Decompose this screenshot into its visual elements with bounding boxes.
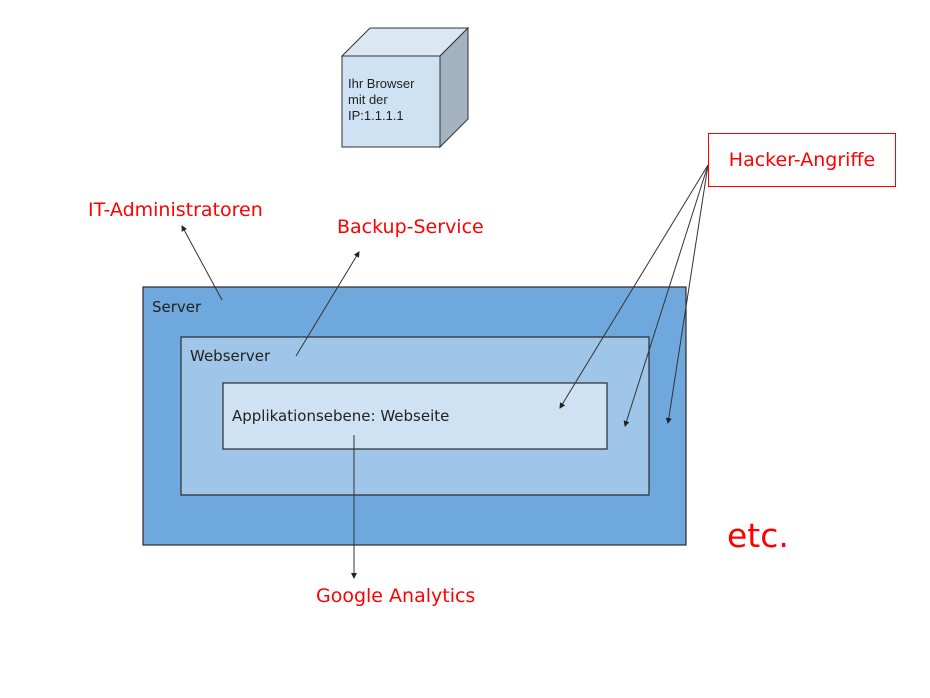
- arrow-backup: [295, 251, 360, 357]
- hackers-box: Hacker-Angriffe: [708, 133, 896, 187]
- webserver-label: Webserver: [190, 347, 271, 365]
- cube-front: [341, 55, 441, 148]
- analytics-label: Google Analytics: [316, 585, 476, 607]
- browser-label-line: IP:1.1.1.1: [348, 108, 404, 123]
- hackers-label: Hacker-Angriffe: [728, 149, 876, 171]
- browser-cube: [340, 26, 470, 149]
- application-label: Applikationsebene: Webseite: [232, 407, 450, 425]
- arrow-hack-server: [665, 164, 709, 424]
- arrow-it-admins: [181, 225, 223, 301]
- server-label: Server: [152, 298, 202, 316]
- application-box: [222, 382, 608, 450]
- browser-label-line: mit der: [348, 92, 388, 107]
- backup-label: Backup-Service: [337, 216, 484, 238]
- etc-label: etc.: [727, 516, 789, 555]
- it-admins-label: IT-Administratoren: [88, 199, 263, 221]
- browser-label: Ihr Browser mit der IP:1.1.1.1: [348, 76, 414, 124]
- browser-label-line: Ihr Browser: [348, 76, 415, 91]
- arrow-hack-application: [559, 164, 709, 409]
- arrow-hack-webserver: [623, 164, 709, 427]
